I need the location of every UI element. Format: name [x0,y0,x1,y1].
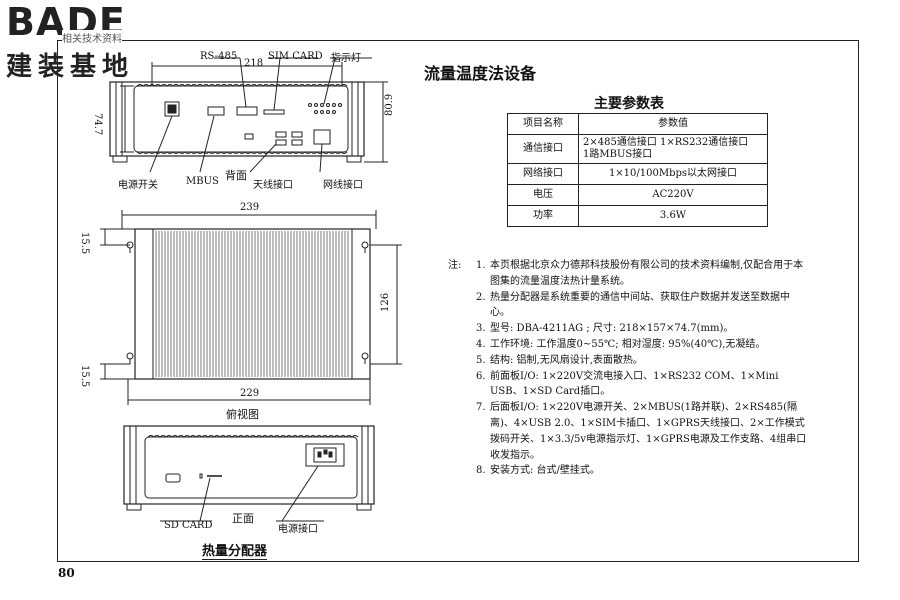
dim-bottom-margin: 15.5 [79,365,90,388]
note-item: 3. 型号: DBA-4211AG ; 尺寸: 218×157×74.7(mm)。 [448,321,808,337]
note-item: 7. 后面板I/O: 1×220V电源开关、2×MBUS(1路并联)、2×RS48… [448,400,808,463]
note-number: 7. [476,402,486,414]
top-view-drawing [100,210,402,405]
row-value-line: 2×485通信接口 1×RS232通信接口 [583,137,749,148]
label-antenna: 天线接口 [253,180,293,191]
note-number: 1. [476,260,486,271]
figure-caption: 热量分配器 [202,540,268,560]
note-item: 8. 安装方式: 台式/壁挂式。 [448,463,808,479]
label-power-switch: 电源开关 [118,180,158,191]
label-top-view: 俯视图 [226,408,259,421]
note-number: 8. [476,465,486,477]
note-text: 本页根据北京众力德邦科技股份有限公司的技术资料编制,仅配合用于本图集的流量温度法… [490,260,804,287]
note-text: 结构: 铝制,无风扇设计,表面散热。 [490,354,643,366]
logo-cn: 建装基地 [6,52,135,82]
label-sim-card: SIM CARD [268,51,323,62]
row-value: 2×485通信接口 1×RS232通信接口 1路MBUS接口 [578,134,768,164]
front-view-drawing [123,425,375,522]
note-item: 2. 热量分配器是系统重要的通信中间站、获取住户数据并发送至数据中心。 [448,290,808,322]
label-front-view: 正面 [232,512,254,525]
note-text: 后面板I/O: 1×220V电源开关、2×MBUS(1路并联)、2×RS485(… [490,402,807,461]
notes-block: 注: 1. 本页根据北京众力德邦科技股份有限公司的技术资料编制,仅配合用于本图集的流… [448,258,808,479]
note-text: 工作环境: 工作温度0~55℃; 相对湿度: 95%(40℃),无凝结。 [490,338,766,350]
drawing-frame [57,40,859,562]
page-number: 80 [58,566,75,580]
note-item: 4. 工作环境: 工作温度0~55℃; 相对湿度: 95%(40℃),无凝结。 [448,337,808,353]
notes-prefix: 注: [448,260,462,271]
label-power-port: 电源接口 [278,524,318,535]
label-network: 网线接口 [323,180,363,191]
note-item: 6. 前面板I/O: 1×220V交流电接入口、1×RS232 COM、1×Min… [448,369,808,401]
note-number: 4. [476,338,486,350]
dim-back-height-left: 74.7 [92,113,103,136]
label-back-view: 背面 [225,169,247,182]
note-item: 注: 1. 本页根据北京众力德邦科技股份有限公司的技术资料编制,仅配合用于本图集的流… [448,258,808,290]
note-text: 型号: DBA-4211AG ; 尺寸: 218×157×74.7(mm)。 [490,323,734,335]
note-number: 5. [476,354,486,366]
note-text: 热量分配器是系统重要的通信中间站、获取住户数据并发送至数据中心。 [490,291,790,319]
back-view-drawing [109,57,388,173]
table-row: 通信接口 2×485通信接口 1×RS232通信接口 1路MBUS接口 [507,134,768,164]
dim-top-height: 126 [380,292,391,312]
page-title: 流量温度法设备 [424,64,537,83]
table-title: 主要参数表 [594,96,664,112]
dim-top-width: 239 [240,202,260,213]
note-item: 5. 结构: 铝制,无风扇设计,表面散热。 [448,353,808,369]
note-number: 2. [476,291,486,303]
label-rs485: RS-485 [200,51,238,62]
parameter-table: 项目名称 参数值 通信接口 2×485通信接口 1×RS232通信接口 1路MB… [507,113,768,227]
table-row: 网络接口 1×10/100Mbps以太网接口 [507,163,768,185]
table-row: 功率 3.6W [507,205,768,227]
note-text: 安装方式: 台式/壁挂式。 [490,465,600,477]
note-number: 6. [476,370,486,382]
label-sd-card: SD CARD [164,520,213,531]
label-indicator-led: 指示灯 [331,53,361,64]
dim-bottom-width: 229 [240,388,260,399]
row-value: 3.6W [578,205,768,227]
logo-subtitle: 相关技术资料 [62,30,122,45]
note-number: 3. [476,323,486,335]
dim-back-width: 218 [244,58,264,69]
label-mbus: MBUS [186,176,219,187]
row-value-line: 1路MBUS接口 [583,149,653,160]
dim-top-margin: 15.5 [79,232,90,255]
table-row: 电压 AC220V [507,184,768,206]
dim-back-height-right: 80.9 [384,93,395,116]
note-text: 前面板I/O: 1×220V交流电接入口、1×RS232 COM、1×Mini … [490,370,779,398]
